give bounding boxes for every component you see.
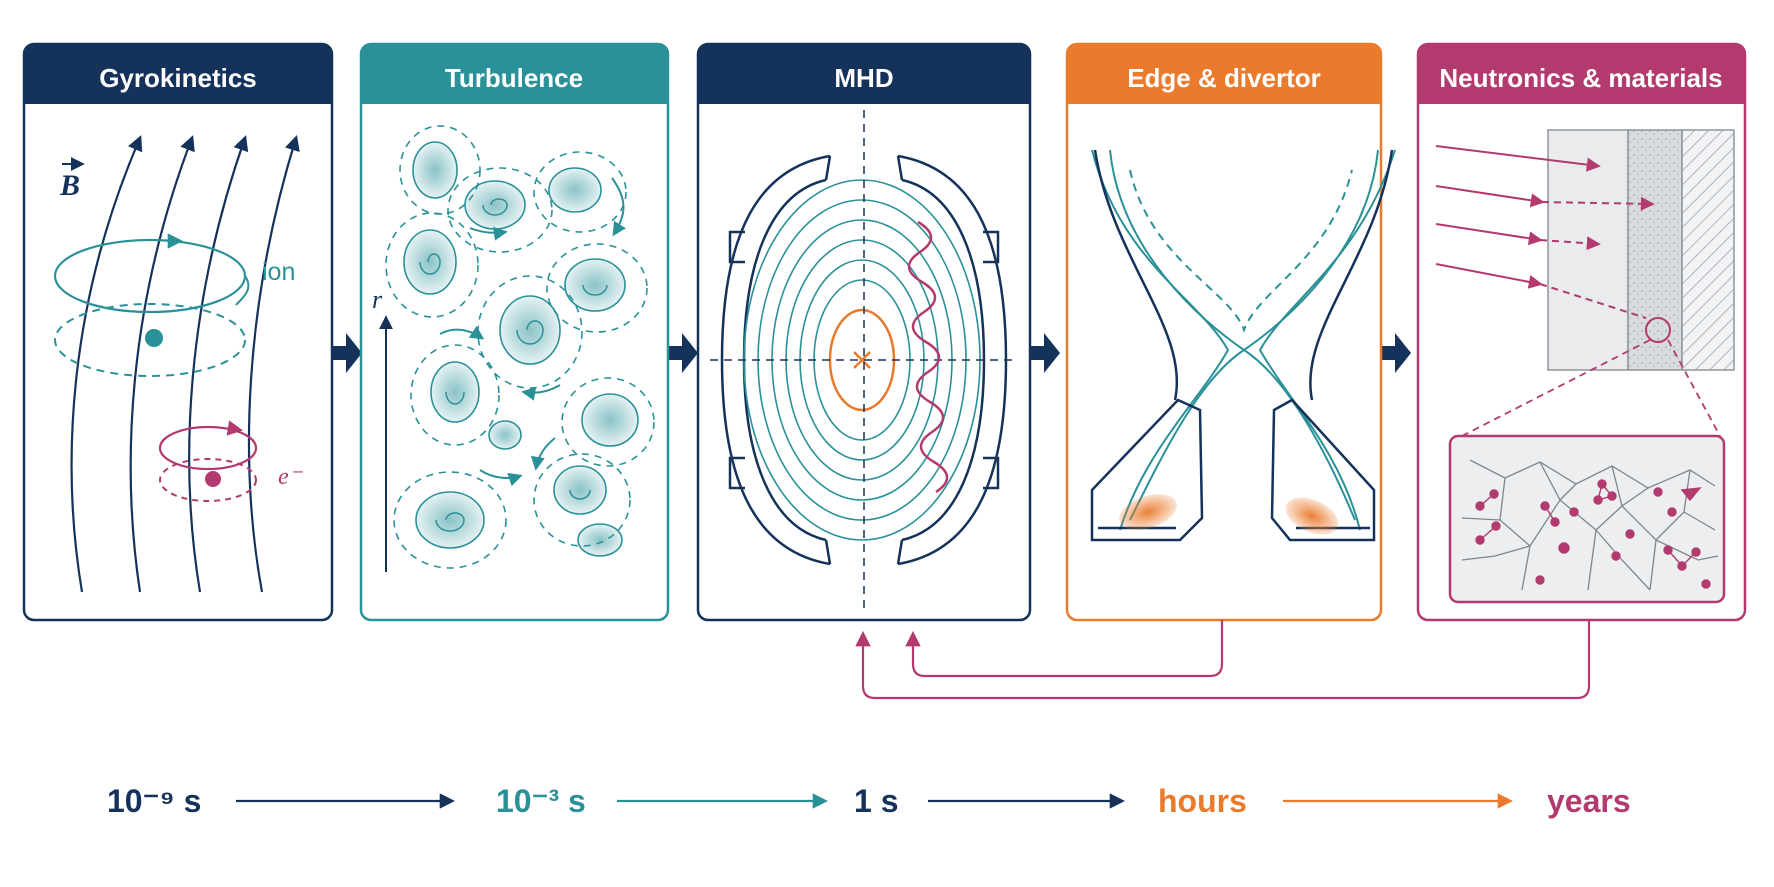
ion-orbit	[53, 233, 250, 377]
connector-arrow-icon	[1030, 333, 1060, 373]
b-field-label: B	[59, 169, 80, 202]
panel-connectors	[332, 333, 1411, 373]
electron-particle	[205, 471, 221, 487]
panel-title: Edge & divertor	[1127, 63, 1321, 93]
connector-arrow-icon	[332, 333, 362, 373]
timescale-label: 1 s	[854, 783, 898, 819]
radius-label: r	[372, 285, 383, 314]
instability-wave	[907, 220, 949, 494]
midplane-lines	[710, 110, 1018, 612]
panel-mhd: MHD	[696, 42, 1032, 622]
zoom-focus-icon	[1645, 317, 1671, 343]
panel-title: Turbulence	[445, 63, 583, 93]
panel-header	[698, 44, 1030, 104]
ion-particle	[145, 329, 163, 347]
panel-title: Neutronics & materials	[1439, 63, 1722, 93]
divertor-field-lines	[1091, 149, 1396, 531]
field-lines	[70, 135, 300, 593]
connector-arrow-icon	[1381, 333, 1411, 373]
panel-title: Gyrokinetics	[99, 63, 257, 93]
electron-orbit	[158, 420, 258, 502]
feedback-arrows	[855, 620, 1591, 700]
timescale-label: 10⁻³ s	[496, 783, 586, 819]
ion-label: ion	[262, 258, 295, 286]
panel-edge-divertor: Edge & divertor	[1065, 42, 1396, 622]
electron-label: e⁻	[278, 464, 304, 490]
panel-header	[24, 44, 332, 104]
timescale-label: years	[1547, 783, 1631, 819]
timescale-label: hours	[1158, 783, 1247, 819]
first-wall-layers	[1547, 129, 1735, 371]
edge-feedback-arrow	[905, 620, 1224, 678]
zoom-lines	[1461, 339, 1721, 437]
panel-header	[1067, 44, 1381, 104]
magnetic-axis-icon	[853, 351, 871, 369]
connector-arrow-icon	[668, 333, 698, 373]
grain-boundaries	[1461, 459, 1719, 591]
microstructure-inset	[1448, 434, 1726, 604]
neutron-paths	[1435, 145, 1655, 319]
materials-feedback-arrow	[855, 620, 1591, 700]
heat-flux-spot	[1285, 497, 1339, 535]
panel-turbulence: Turbulence r	[359, 42, 670, 622]
heat-flux-spot	[1119, 494, 1177, 530]
panel-neutronics-materials: Neutronics & materials	[1416, 42, 1747, 622]
defect-clusters	[1475, 479, 1711, 589]
panel-gyrokinetics: Gyrokinetics B ion e⁻	[22, 42, 334, 622]
panel-title: MHD	[834, 63, 893, 93]
panel-header	[361, 44, 668, 104]
timescale-label: 10⁻⁹ s	[107, 783, 201, 819]
timescale-axis: 10⁻⁹ s 10⁻³ s 1 s hours years	[107, 783, 1631, 819]
turbulent-eddies	[385, 125, 655, 569]
panel-header	[1418, 44, 1745, 104]
